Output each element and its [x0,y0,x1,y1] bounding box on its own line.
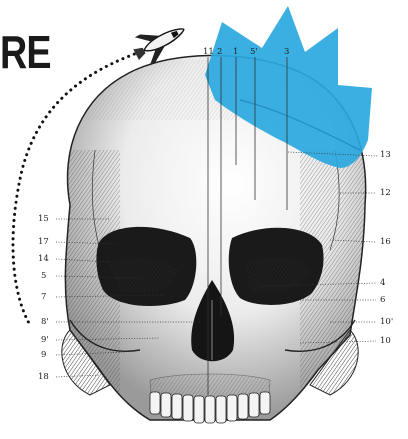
nasal-cavity [191,280,235,362]
label-right-3: 16 [380,237,391,247]
label-right-6: 10' [380,317,394,327]
measurement-lines [207,57,288,395]
label-right-2: 12 [380,188,391,198]
leader-lines-left [55,218,200,378]
label-right-1: 13 [380,150,391,160]
label-top-5: 3 [284,47,290,57]
label-left-1: 15 [38,214,49,224]
crown-icon [205,6,372,168]
label-top-4: 5' [250,47,258,57]
label-left-6: 8' [41,317,49,327]
eye-sockets [96,226,324,306]
label-left-4: 5 [41,271,47,281]
label-left-2: 17 [38,237,49,247]
label-right-5: 6 [380,295,386,305]
space-shuttle-icon [133,28,185,66]
leader-lines-right [259,151,379,344]
label-right-7: 10 [380,336,391,346]
teeth-row [149,373,271,424]
label-left-5: 7 [41,292,47,302]
label-left-7: 9' [41,335,49,345]
label-top-2: 2 [217,47,223,57]
label-left-9: 18 [38,372,49,382]
label-left-8: 9 [41,350,47,360]
flight-trail [11,50,142,327]
label-left-3: 14 [38,254,49,264]
label-top-3: 1 [233,47,239,57]
label-top-1: 11 [203,47,214,57]
label-right-4: 4 [380,278,386,288]
headline-fragment: RE [0,26,52,78]
